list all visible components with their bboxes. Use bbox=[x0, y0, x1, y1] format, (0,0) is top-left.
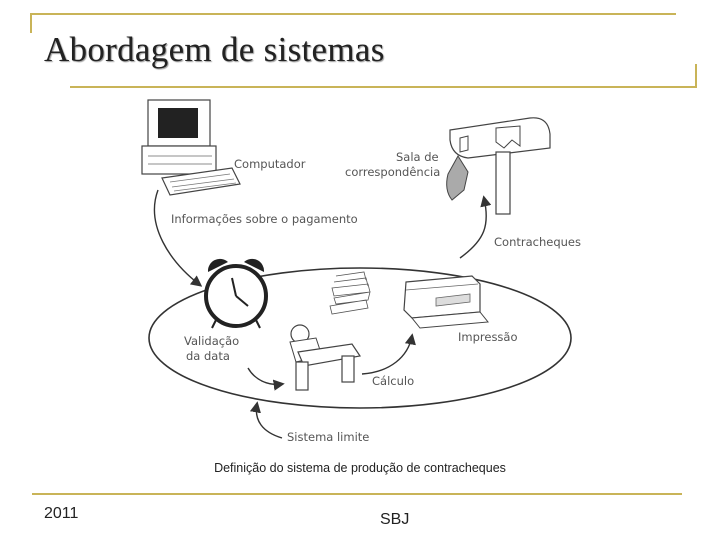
figure-caption: Definição do sistema de produção de cont… bbox=[214, 461, 506, 475]
label-computer: Computador bbox=[234, 157, 306, 171]
frame-bottom-line bbox=[32, 493, 682, 495]
label-mailroom-line1: Sala de bbox=[396, 150, 439, 164]
label-payment-info: Informações sobre o pagamento bbox=[171, 212, 358, 226]
frame-left-line bbox=[30, 13, 32, 33]
arrow-printing-to-mailroom bbox=[459, 195, 492, 259]
arrow-computer-to-validation bbox=[153, 189, 203, 287]
footer-year: 2011 bbox=[44, 505, 79, 522]
label-printing: Impressão bbox=[458, 330, 518, 344]
label-validation-line1: Validação bbox=[184, 334, 239, 348]
label-calculation: Cálculo bbox=[372, 374, 414, 388]
footer-author: SBJ bbox=[380, 511, 410, 528]
frame-mid-line bbox=[70, 86, 696, 88]
worker-desk-icon bbox=[289, 271, 371, 391]
mailbox-icon bbox=[446, 117, 551, 215]
label-validation-line2: da data bbox=[186, 349, 230, 363]
system-boundary-ellipse bbox=[148, 267, 572, 409]
label-paychecks: Contracheques bbox=[494, 235, 581, 249]
arrow-validation-to-calculation bbox=[247, 367, 285, 391]
frame-right-line bbox=[695, 64, 697, 88]
arrow-calculation-to-printing bbox=[361, 333, 416, 375]
frame-top-line bbox=[30, 13, 676, 15]
alarm-clock-icon bbox=[204, 258, 268, 329]
computer-icon bbox=[141, 99, 241, 196]
label-system-boundary: Sistema limite bbox=[287, 430, 369, 444]
printer-icon bbox=[403, 275, 489, 329]
label-mailroom-line2: correspondência bbox=[345, 165, 440, 179]
slide-title: Abordagem de sistemas bbox=[44, 30, 385, 69]
arrow-system-boundary-pointer bbox=[249, 401, 283, 439]
